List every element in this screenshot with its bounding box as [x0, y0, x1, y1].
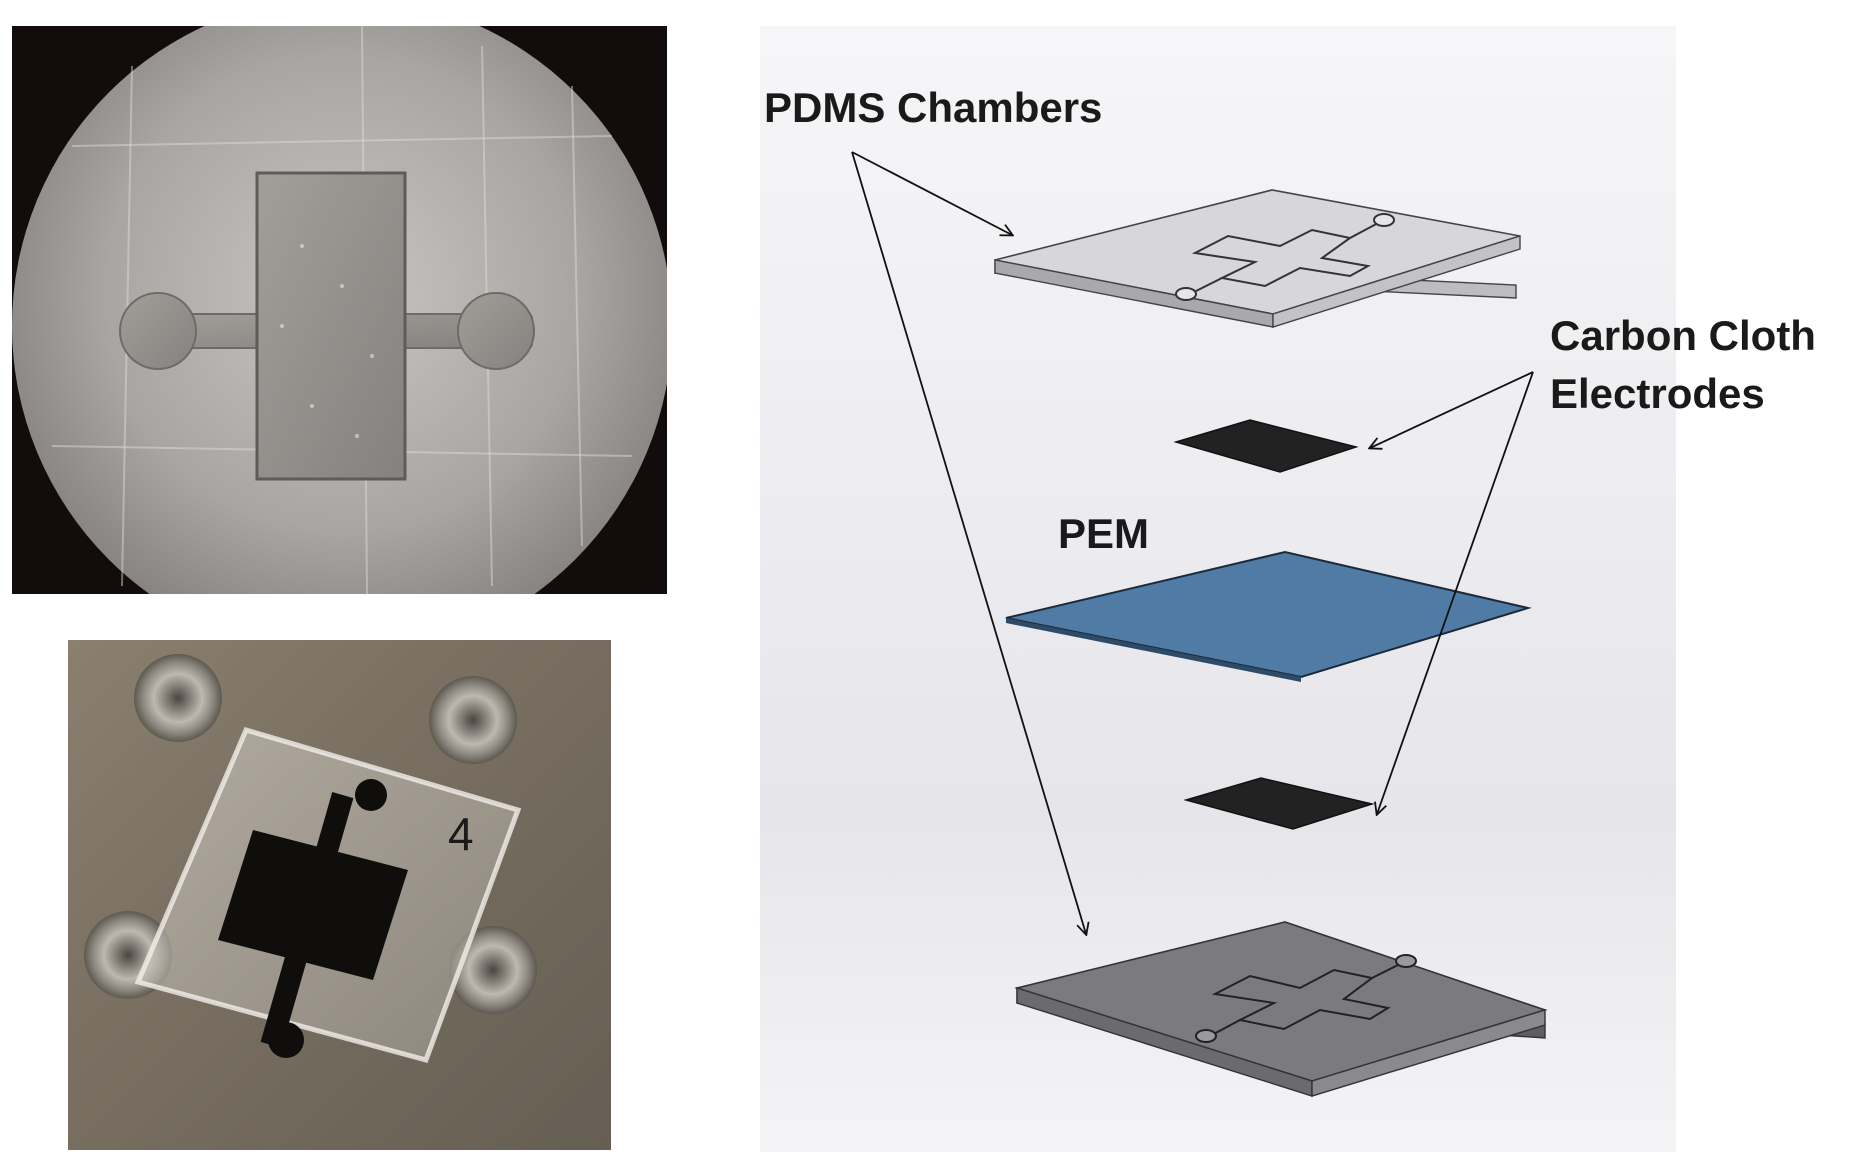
arrow-to-upper-electrode: [1370, 371, 1534, 448]
outlet-port: [457, 292, 535, 370]
chamber-channel: [218, 779, 408, 1058]
threaded-insert-icon: [84, 654, 537, 1014]
pem-label: PEM: [1058, 510, 1150, 557]
pdms-chamber-photo: 4: [68, 640, 611, 1150]
carbon-cloth-label-line1: Carbon Cloth: [1550, 312, 1816, 359]
pdms-arrows: [851, 151, 1086, 934]
arrow-to-top-chamber: [851, 151, 1012, 235]
device-number: 4: [448, 808, 474, 860]
mold-photo: [12, 26, 667, 594]
pdms-chamber-drawing: 4: [84, 654, 537, 1064]
arrow-to-bottom-chamber: [851, 151, 1086, 934]
mold-photo-drawing: [12, 26, 667, 594]
upper-carbon-electrode: [1173, 419, 1359, 473]
inlet-port: [119, 292, 197, 370]
pem-membrane: [1005, 550, 1532, 682]
mold-chamber: [255, 171, 407, 481]
arrow-to-lower-electrode: [1377, 371, 1534, 814]
bottom-pdms-chamber: [1014, 921, 1548, 1097]
top-pdms-chamber: [994, 189, 1521, 328]
carbon-cloth-label-line2: Electrodes: [1550, 370, 1765, 417]
electrode-arrows: [1370, 371, 1534, 814]
lower-carbon-electrode: [1183, 777, 1375, 830]
exploded-view-diagram: PDMS Chambers PEM: [760, 26, 1676, 1152]
pdms-chambers-label: PDMS Chambers: [764, 84, 1103, 131]
exploded-view-drawing: [851, 151, 1548, 1097]
